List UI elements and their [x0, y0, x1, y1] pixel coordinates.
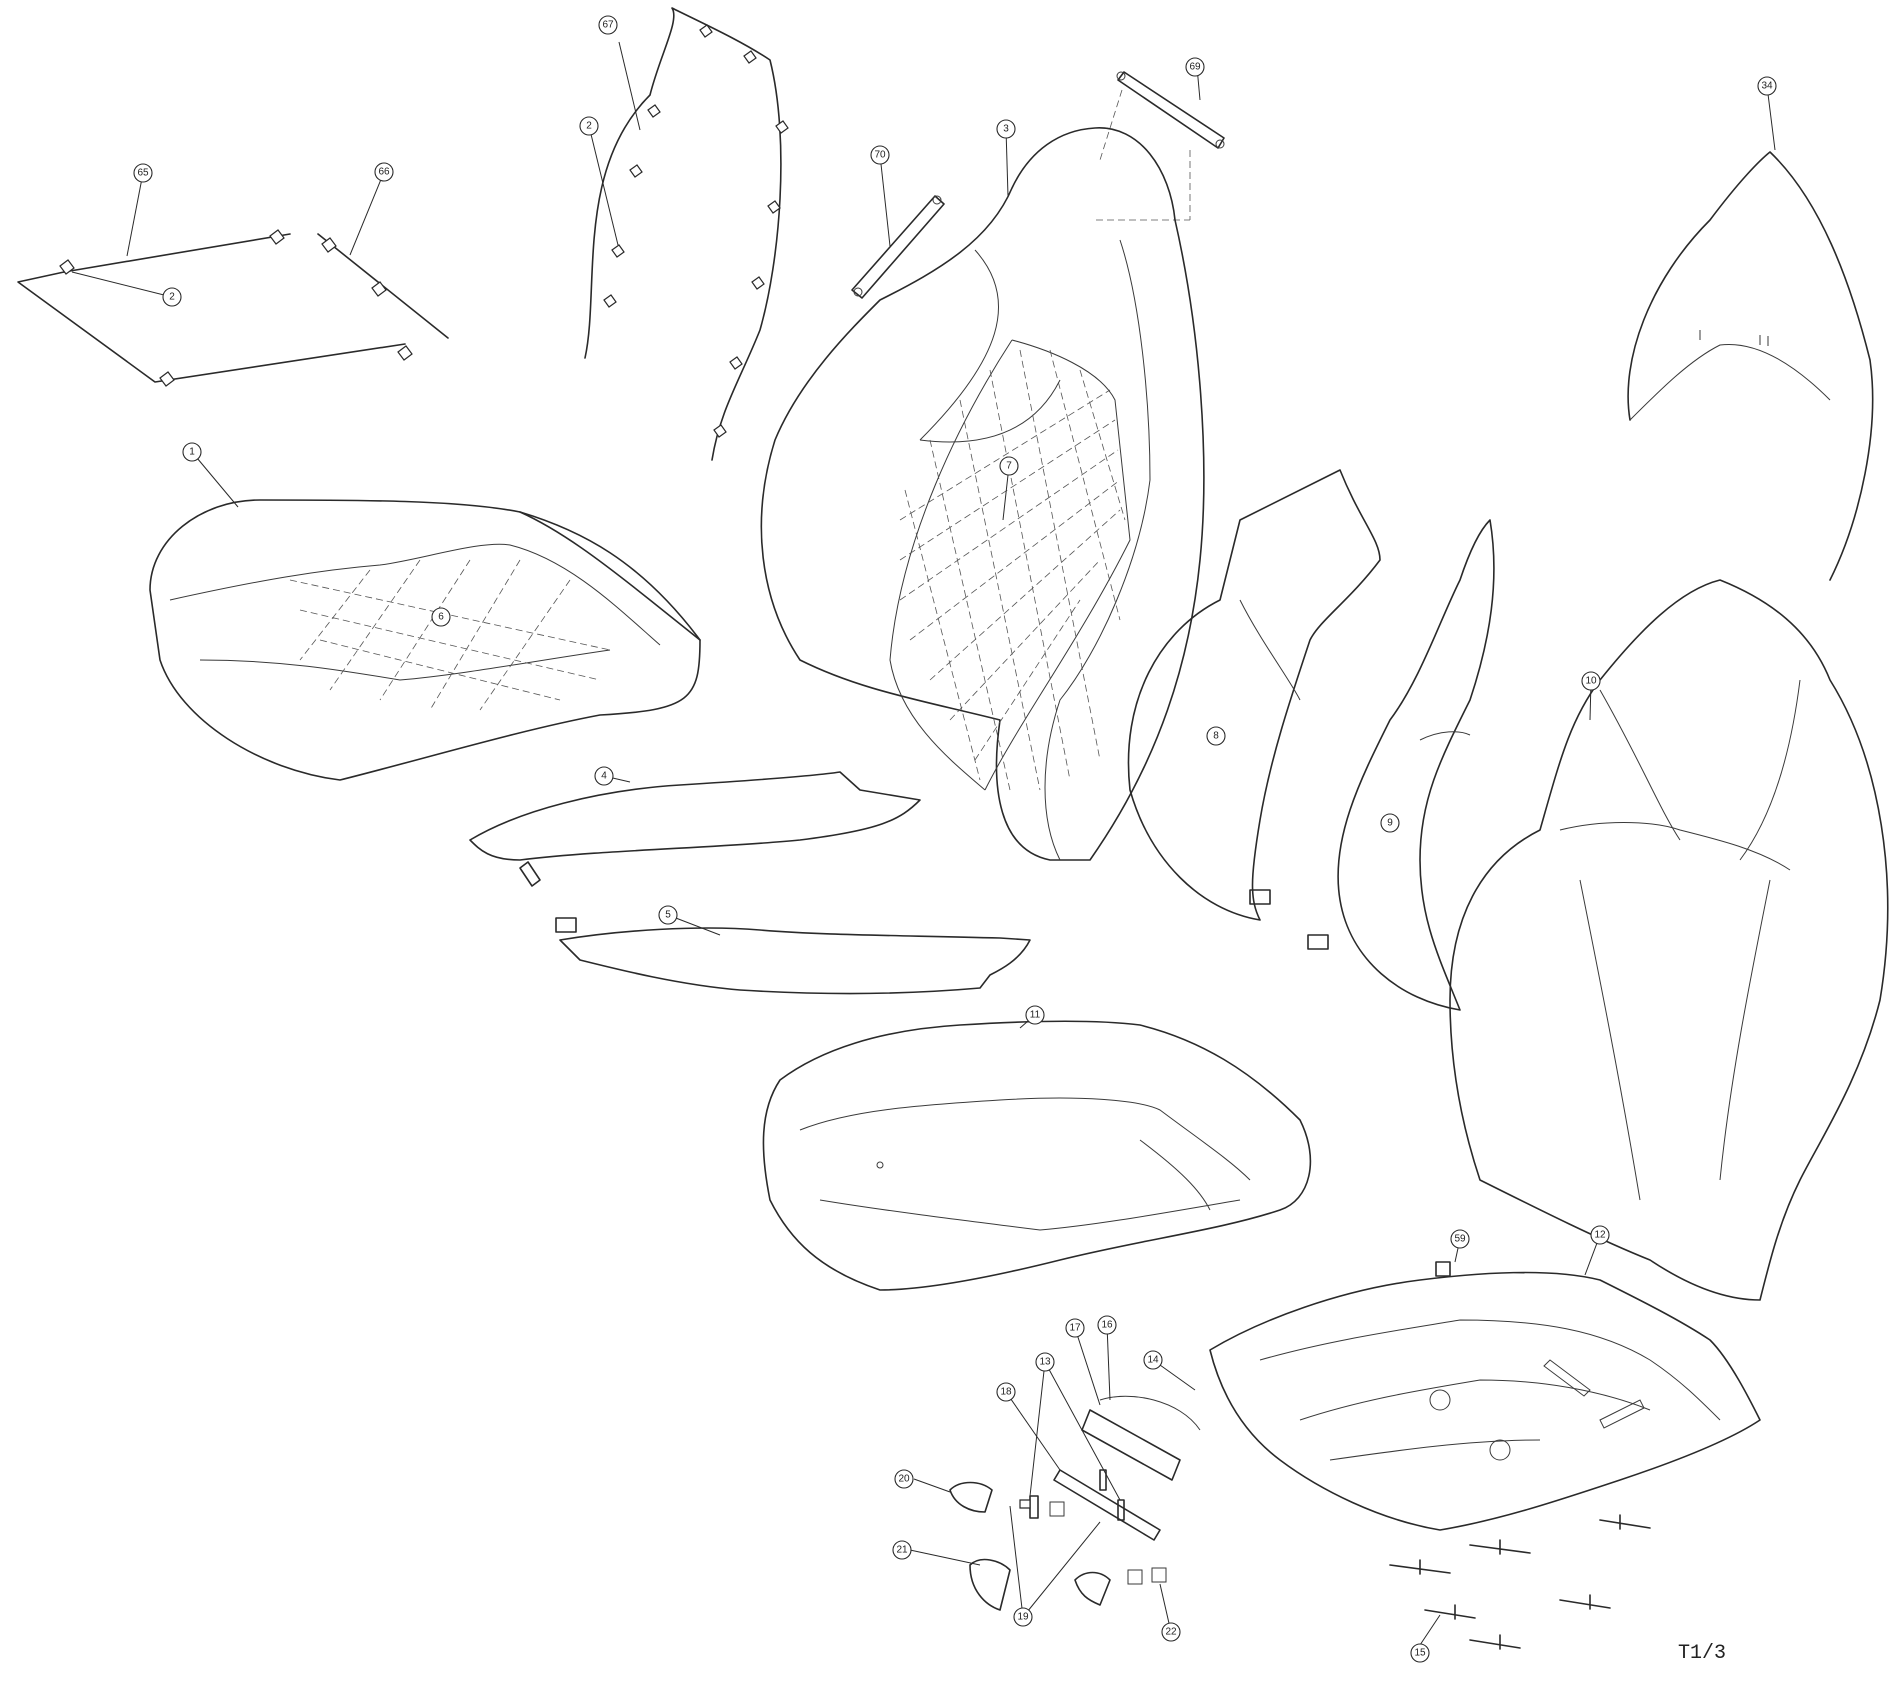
svg-text:6: 6	[438, 612, 444, 623]
callout-8: 8	[1206, 726, 1226, 746]
svg-text:10: 10	[1585, 676, 1597, 687]
callout-22: 22	[1161, 1622, 1181, 1642]
callout-2-wire: 2	[579, 116, 599, 136]
fasteners-15	[1389, 1514, 1651, 1650]
back-panel-34	[1627, 151, 1874, 581]
callout-16: 16	[1097, 1315, 1117, 1335]
small-parts	[949, 1481, 1167, 1611]
seat-cover-1	[149, 499, 701, 781]
callout-18: 18	[996, 1382, 1016, 1402]
callout-4: 4	[594, 766, 614, 786]
svg-text:3: 3	[1003, 124, 1009, 135]
seat-foam-11	[762, 1020, 1312, 1291]
callout-1: 1	[182, 442, 202, 462]
svg-text:14: 14	[1147, 1355, 1159, 1366]
side-panel-9	[1307, 519, 1495, 1011]
svg-text:2: 2	[169, 292, 175, 303]
wire-67	[584, 7, 789, 461]
wire-frame-65-66	[17, 229, 449, 387]
sheet-code: T1/3	[1678, 1642, 1726, 1665]
callout-11: 11	[1025, 1005, 1045, 1025]
callout-9: 9	[1380, 813, 1400, 833]
callout-leaders	[71, 41, 1776, 1646]
side-panel-8	[1127, 469, 1381, 921]
pad-5	[555, 917, 1031, 995]
callout-3: 3	[996, 119, 1016, 139]
svg-text:59: 59	[1454, 1234, 1466, 1245]
callout-66: 66	[374, 162, 394, 182]
seat-frame-12	[1209, 1261, 1761, 1531]
svg-text:5: 5	[665, 910, 671, 921]
svg-text:4: 4	[601, 771, 607, 782]
svg-text:67: 67	[602, 20, 614, 31]
svg-text:2: 2	[586, 121, 592, 132]
callout-12: 12	[1590, 1225, 1610, 1245]
callout-14: 14	[1143, 1350, 1163, 1370]
callout-21: 21	[892, 1540, 912, 1560]
callout-10: 10	[1581, 671, 1601, 691]
bracket-assembly	[1019, 1395, 1201, 1541]
callout-70: 70	[870, 145, 890, 165]
svg-text:12: 12	[1594, 1230, 1606, 1241]
svg-text:16: 16	[1101, 1320, 1113, 1331]
rod-70	[851, 195, 945, 299]
svg-text:9: 9	[1387, 818, 1393, 829]
backrest-cover-3	[760, 127, 1205, 861]
callout-59: 59	[1450, 1229, 1470, 1249]
svg-text:17: 17	[1069, 1323, 1081, 1334]
svg-text:70: 70	[874, 150, 886, 161]
svg-text:22: 22	[1165, 1627, 1177, 1638]
svg-text:34: 34	[1761, 81, 1773, 92]
pad-4	[469, 771, 921, 887]
svg-text:21: 21	[896, 1545, 908, 1556]
callout-67: 67	[598, 15, 618, 35]
callout-69: 69	[1185, 57, 1205, 77]
callout-5: 5	[658, 905, 678, 925]
svg-text:19: 19	[1017, 1612, 1029, 1623]
callout-2-wireframe: 2	[162, 287, 182, 307]
callout-20: 20	[894, 1469, 914, 1489]
callout-65: 65	[133, 163, 153, 183]
callout-6: 6	[431, 607, 451, 627]
callout-15: 15	[1410, 1643, 1430, 1663]
callout-17: 17	[1065, 1318, 1085, 1338]
callout-bubbles: 65 66 2 67 2 70 3 69 34 1 6 7 4 5 8 9 10…	[133, 15, 1777, 1663]
svg-text:11: 11	[1030, 1010, 1041, 1021]
rod-69	[1096, 71, 1225, 221]
callout-7: 7	[999, 456, 1019, 476]
svg-text:69: 69	[1189, 62, 1201, 73]
callout-34: 34	[1757, 76, 1777, 96]
callout-13: 13	[1035, 1352, 1055, 1372]
backrest-foam-10	[1449, 579, 1889, 1301]
svg-text:20: 20	[898, 1474, 910, 1485]
svg-text:18: 18	[1000, 1387, 1012, 1398]
svg-text:65: 65	[137, 168, 149, 179]
svg-text:66: 66	[378, 167, 390, 178]
callout-19: 19	[1013, 1607, 1033, 1627]
svg-text:8: 8	[1213, 731, 1219, 742]
svg-text:15: 15	[1414, 1648, 1426, 1659]
svg-text:7: 7	[1006, 461, 1012, 472]
svg-text:13: 13	[1039, 1357, 1051, 1368]
svg-text:1: 1	[189, 447, 195, 458]
